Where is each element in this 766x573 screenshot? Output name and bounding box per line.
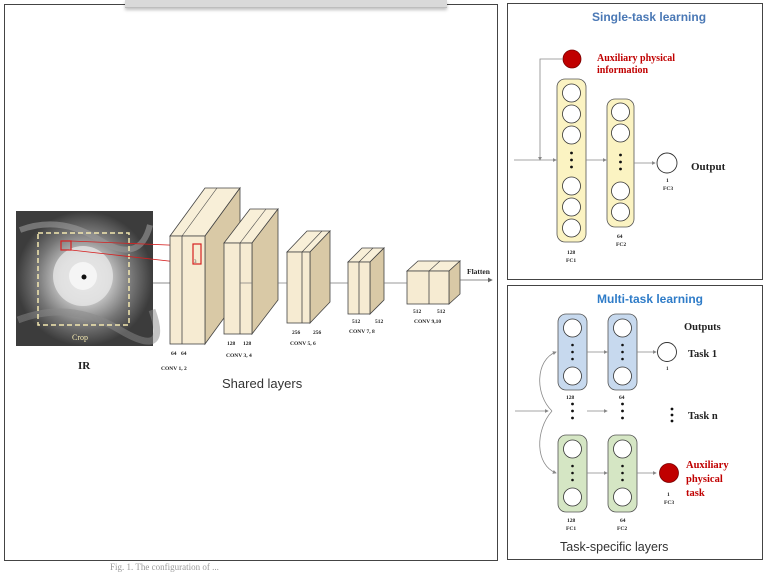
crop-box: [37, 232, 130, 326]
aux-fc3-units: 1: [667, 492, 670, 498]
task1-output-units: 1: [666, 367, 669, 372]
conv3-ch-b: 256: [313, 330, 322, 336]
aux-fc2-neurons: [613, 439, 632, 507]
conv-block-1: [169, 186, 241, 346]
task1-label: Task 1: [688, 349, 717, 360]
aux-task-line3: task: [686, 488, 705, 499]
conv-block-3: [286, 230, 331, 324]
kernel-size-label: 3: [194, 260, 197, 265]
single-output-label: Output: [691, 161, 726, 173]
conv1-ch-a: 64: [171, 351, 177, 357]
kernel-box: [192, 243, 202, 265]
single-fc3-units: 1: [666, 178, 669, 184]
single-task-panel: [507, 3, 763, 280]
single-fc1-neurons: [562, 83, 581, 238]
ir-label: IR: [78, 360, 91, 372]
conv1-ch-b: 64: [181, 351, 187, 357]
kernel-box: [60, 240, 72, 251]
task1-fc2-neurons: [613, 318, 632, 386]
single-fc2-neurons: [611, 102, 630, 222]
conv2-ch-b: 128: [243, 341, 252, 347]
aux-task-line2: physical: [686, 474, 723, 485]
single-fc1-name: FC1: [566, 258, 576, 264]
shared-layers-label: Shared layers: [222, 376, 303, 391]
auxiliary-input-node: [562, 49, 582, 69]
conv2-ch-a: 128: [227, 341, 236, 347]
single-task-title: Single-task learning: [592, 10, 706, 24]
conv5-ch-b: 512: [437, 309, 446, 315]
conv5-ch-a: 512: [413, 309, 422, 315]
task-specific-label: Task-specific layers: [560, 540, 668, 554]
ir-satellite-image: [16, 211, 161, 346]
conv4-ch-a: 512: [352, 319, 361, 325]
aux-fc3-name: FC3: [664, 500, 674, 506]
task1-fc1-units: 128: [566, 395, 575, 401]
figure-caption: Fig. 1. The configuration of ...: [110, 562, 219, 572]
task1-output-node: [657, 342, 677, 362]
multi-task-title: Multi-task learning: [597, 292, 703, 306]
aux-fc2-name: FC2: [617, 526, 627, 532]
aux-task-line1: Auxiliary: [686, 460, 729, 471]
aux-info-line1: Auxiliary physical: [597, 53, 675, 64]
outputs-label: Outputs: [684, 322, 721, 333]
single-fc3-name: FC3: [663, 186, 673, 192]
taskn-label: Task n: [688, 411, 718, 422]
top-window-bar: [125, 0, 447, 8]
flatten-label: Flatten: [467, 267, 491, 276]
conv5-name: CONV 9,10: [414, 319, 441, 325]
single-fc2-units: 64: [617, 234, 623, 240]
aux-task-output-node: [659, 463, 679, 483]
conv3-name: CONV 5, 6: [290, 341, 316, 347]
aux-info-line2: information: [597, 65, 649, 76]
conv3-ch-a: 256: [292, 330, 301, 336]
conv-block-4: [347, 247, 385, 315]
conv1-name: CONV 1, 2: [161, 366, 187, 372]
conv-block-2: [223, 207, 279, 336]
single-fc2-name: FC2: [616, 242, 626, 248]
conv2-name: CONV 3, 4: [226, 353, 252, 359]
conv-block-5: [405, 260, 462, 305]
aux-fc2-units: 64: [620, 518, 626, 524]
aux-fc1-name: FC1: [566, 526, 576, 532]
single-output-node: [656, 152, 678, 174]
conv4-ch-b: 512: [375, 319, 384, 325]
single-fc1-units: 128: [567, 250, 576, 256]
crop-label: Crop: [72, 333, 88, 342]
conv4-name: CONV 7, 8: [349, 329, 375, 335]
aux-fc1-neurons: [563, 439, 582, 507]
aux-fc1-units: 128: [567, 518, 576, 524]
task1-fc1-neurons: [563, 318, 582, 386]
task1-fc2-units: 64: [619, 395, 625, 401]
